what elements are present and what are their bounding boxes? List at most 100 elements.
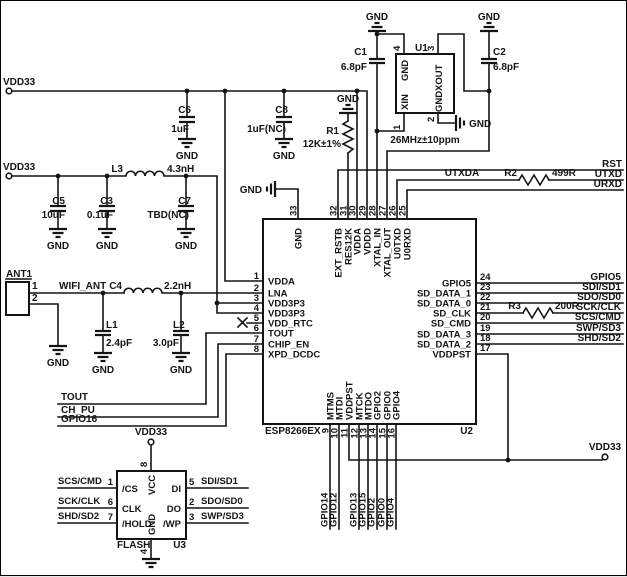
u3-part-name: FLASH <box>117 540 150 551</box>
net-swp-sd3: SWP/SD3 <box>201 511 244 522</box>
u2-pin-label: VDD_RTC <box>268 319 313 330</box>
u2-pin-label: SD_CLK <box>433 309 471 320</box>
capacitor-c1-ref: C1 <box>354 47 367 58</box>
net-utxda: UTXDA <box>445 168 479 179</box>
junction-dot <box>178 290 184 296</box>
u2-pin-number: 20 <box>480 312 491 323</box>
junction-dot <box>374 31 380 37</box>
net-gpio2: GPIO2 <box>367 498 378 527</box>
antenna-ant1-body <box>5 281 30 316</box>
u2-part-name: ESP8266EX <box>265 426 321 437</box>
u3-pin-label: /CS <box>122 484 138 495</box>
u2-pin-number: 17 <box>480 343 491 354</box>
u2-pin-number: 13 <box>359 428 370 439</box>
wire-right-rows <box>475 282 624 461</box>
inductor-c4-ref: C4 <box>109 281 122 292</box>
u2-pin-label: VDDPST <box>432 350 471 361</box>
gnd-label: GND <box>175 241 197 252</box>
u2-pin-label: EXT_RSTB <box>334 228 345 278</box>
u2-pin-label: GPIO0 <box>383 391 394 420</box>
u2-pin-number: 32 <box>329 205 340 216</box>
u2-pin-label: U0TXD <box>393 228 404 259</box>
inductor-c4-value: 2.2nH <box>164 281 191 292</box>
u2-pin-number: 3 <box>254 293 259 304</box>
capacitor-c8-value: 1uF(NC) <box>247 124 286 135</box>
u2-ref: U2 <box>460 426 473 437</box>
capacitor-c7-ref: C7 <box>178 196 191 207</box>
ground-symbols <box>49 21 498 569</box>
u2-pin-label: RES12K <box>344 228 355 265</box>
u2-pin-label: VDDD <box>363 228 374 255</box>
u2-pin-number: 16 <box>387 428 398 439</box>
antenna-ant1: ANT1 1 2 <box>6 269 38 304</box>
u2-pin-number: 30 <box>348 205 359 216</box>
net-gpio0: GPIO0 <box>377 498 388 527</box>
esp8266-u2-body <box>262 218 477 425</box>
vdd33-label: VDD33 <box>135 427 168 438</box>
u2-pin-number: 33 <box>289 205 300 216</box>
net-gpio4: GPIO4 <box>386 497 397 527</box>
u2-pin-label: GPIO4 <box>392 390 403 420</box>
u3-pin-gnd-label: GND <box>147 514 158 535</box>
ant1-pin1-number: 1 <box>32 281 38 292</box>
u2-pin-number: 29 <box>358 205 369 216</box>
net-scs-cmd: SCS/CMD <box>575 312 621 323</box>
u2-pin-number: 25 <box>398 205 409 216</box>
net-rst: RST <box>602 159 622 170</box>
crystal-u1: U1 26MHz±10ppm GND XIN XOUT GND 4 3 1 2 <box>390 43 460 146</box>
net-gpio14: GPIO14 <box>320 492 331 527</box>
u2-pin-number: 9 <box>321 428 332 433</box>
gnd-label: GND <box>92 365 114 376</box>
u3-pin-number: 3 <box>189 512 194 523</box>
u2-pin-label: MTDI <box>335 397 346 420</box>
vdd33-terminal <box>5 87 13 95</box>
u3-pin-number: 2 <box>189 497 194 508</box>
capacitor-l1-value: 2.4pF <box>106 338 132 349</box>
gnd-label: GND <box>469 119 491 130</box>
power-labels: VDD33 VDD33 VDD33 VDD33 GND GND GND GND … <box>3 12 622 453</box>
u2-pin-number: 11 <box>340 427 351 438</box>
wire-vdd33-rail2 <box>11 170 264 314</box>
net-urxd: URXD <box>594 179 622 190</box>
net-swp-sd3: SWP/SD3 <box>576 323 621 334</box>
u3-pin-label: DO <box>167 504 181 515</box>
capacitor-l1-ref: L1 <box>106 320 118 331</box>
net-tout: TOUT <box>61 392 88 403</box>
net-sdo-sd0: SDO/SD0 <box>577 292 621 303</box>
net-ch-pu: CH_PU <box>61 405 95 416</box>
u2-pin-label: SD_DATA_3 <box>417 330 471 341</box>
u1-pin-number: 2 <box>426 117 437 122</box>
u2-pin-number: 26 <box>388 205 399 216</box>
gnd-label: GND <box>337 94 359 105</box>
ant1-pin2-number: 2 <box>32 293 38 304</box>
capacitor-c3-value: 0.1uF <box>87 210 113 221</box>
u2-pin-label: VDD3P3 <box>268 299 305 310</box>
u2-pin-number: 28 <box>368 205 379 216</box>
wire-c5-c3-c7 <box>57 175 187 230</box>
capacitor-l2-value: 3.0pF <box>153 338 179 349</box>
net-gpio12: GPIO12 <box>329 493 340 527</box>
resistor-r2-value: 499R <box>552 168 577 179</box>
u2-pin-label: LNA <box>268 289 288 300</box>
u3-pin-label: /WP <box>163 519 182 530</box>
u2-pin-label: CHIP_EN <box>268 340 309 351</box>
inductor-l3-ref: L3 <box>111 164 123 175</box>
inductor-l3-value: 4.3nH <box>167 164 194 175</box>
u2-pin-number: 31 <box>339 205 350 216</box>
wire-crystal <box>376 30 490 220</box>
nc-x-icon <box>236 316 249 329</box>
capacitor-c7-value: TBD(NC) <box>147 210 189 221</box>
u2-pin-number: 5 <box>254 313 260 324</box>
net-sdi-sd1: SDI/SD1 <box>582 282 621 293</box>
u2-pin-label: SD_DATA_1 <box>417 289 472 300</box>
junction-dot <box>184 88 190 94</box>
gnd-symbol-down <box>49 137 293 569</box>
resistor-r2-ref: R2 <box>504 168 517 179</box>
vdd33-terminal <box>5 172 13 180</box>
u2-pin-number: 1 <box>254 271 260 282</box>
resistor-r1-value: 12K±1% <box>303 139 341 150</box>
junction-dot <box>214 300 220 306</box>
net-sck-clk: SCK/CLK <box>58 496 100 507</box>
resistor-r3-ref: R3 <box>508 301 521 312</box>
u2-pin-label: GND <box>294 228 305 249</box>
